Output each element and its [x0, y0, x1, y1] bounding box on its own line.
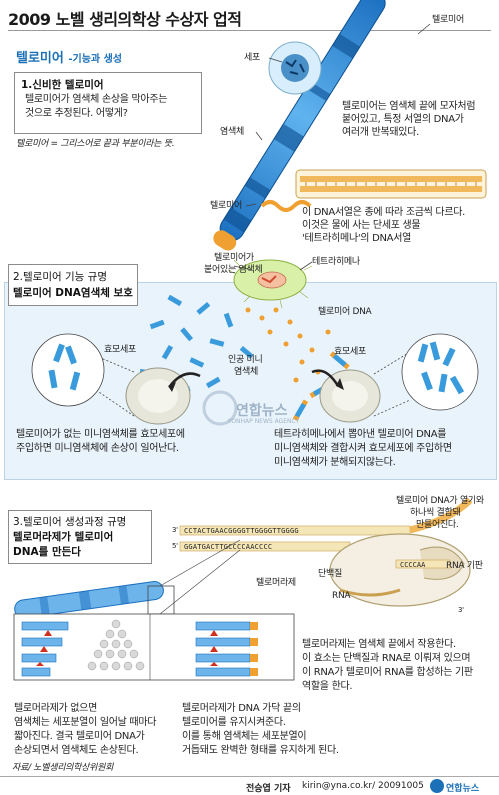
- section1-box: 1.신비한 텔로미어 텔로미어가 염색체 손상을 막아주는 것으로 추정된다. …: [14, 72, 202, 134]
- dna-desc-2: 이것은 물에 사는 단세포 생물: [302, 220, 421, 231]
- yonhap-logo-icon: [430, 779, 444, 793]
- watermark-sub: YONHAP NEWS AGENCY: [228, 418, 300, 425]
- section3-left-3: 짧아진다. 결국 텔로미어 DNA가: [14, 731, 145, 742]
- section1-note: 텔로미어 = 그리스어로 끝과 부분이라는 뜻.: [16, 139, 175, 149]
- section2-right-1: 테트라히메나에서 뽑아낸 텔로미어 DNA를: [274, 429, 447, 440]
- brand-name: 연합뉴스: [446, 784, 480, 794]
- seq-bottom: GGATGACTTGCCCCAACCCC: [184, 543, 273, 551]
- subtitle-suffix: -기능과 생성: [68, 54, 123, 65]
- enzyme-desc-3: 이 RNA가 텔로미어 RNA를 합성하는 기판: [302, 667, 473, 678]
- label-telomere-dna-1: 텔로미어 DNA가 열기와: [396, 496, 484, 506]
- source-note: 자료/ 노벨생리의학상위원회: [12, 763, 114, 773]
- label-artificial-2: 염색체: [234, 367, 258, 377]
- telomerase-illustration: [13, 497, 473, 681]
- section3-left-2: 염색체는 세포분열이 일어날 때마다: [14, 717, 157, 728]
- section3-right-1: 텔로머라제가 DNA 가닥 끝의: [182, 703, 301, 714]
- section2-right-3: 미니염색체가 분해되지않는다.: [274, 457, 396, 468]
- seq-top: CCTACTGAACGGGGTTGGGGTTGGGG: [184, 527, 299, 535]
- label-chromosome: 염색체: [220, 127, 244, 137]
- label-telomere-bottom: 텔로미어: [210, 201, 242, 211]
- page-subtitle: 텔로미어 -기능과 생성: [16, 47, 122, 66]
- page-title: 2009 노벨 생리의학상 수상자 업적: [8, 10, 242, 29]
- enzyme-desc-1: 텔로머라제는 염색체 끝에서 작용한다.: [302, 639, 456, 650]
- label-tetrahymena: 테트라히메나: [312, 257, 360, 267]
- title-divider: [8, 30, 491, 31]
- label-telomerase: 텔로머라제: [256, 578, 296, 588]
- section3-left-1: 텔로머라제가 없으면: [14, 703, 97, 714]
- chromosome-illustration: [213, 0, 487, 251]
- section2-illustration: [31, 259, 479, 426]
- label-yeast-right: 효모세포: [334, 347, 366, 357]
- label-attached-1: 텔로미어가: [214, 253, 254, 263]
- enzyme-desc-2: 이 효소는 단백질과 RNA로 이뤄져 있으며: [302, 653, 471, 664]
- label-telomere-dna-2: 하나씩 결합돼: [410, 508, 461, 518]
- section3-right-3: 이를 통해 염색체는 세포분열이: [182, 731, 307, 742]
- section3-left-4: 손상되면서 염색체도 손상된다.: [14, 745, 139, 756]
- label-3prime-top: 3': [172, 526, 178, 534]
- dna-desc-3: '테트라히메나'의 DNA서열: [302, 233, 411, 244]
- section2-right-2: 미니염색체와 결합시켜 효모세포에 주입하면: [274, 443, 452, 454]
- footer-divider: [0, 776, 499, 777]
- section1-text-1: 텔로미어가 염색체 손상을 막아주는: [25, 94, 168, 105]
- label-artificial-1: 인공 미니: [228, 355, 263, 365]
- section1-heading: 1.신비한 텔로미어: [21, 79, 104, 91]
- reporter-contact: kirin@yna.co.kr/ 20091005: [302, 781, 424, 791]
- dna-desc-1: 이 DNA서열은 종에 따라 조금씩 다르다.: [302, 207, 465, 218]
- telomere-desc-1: 텔로미어는 염색체 끝에 모자처럼: [342, 101, 476, 112]
- section3-right-4: 거듭돼도 완벽한 형태를 유지하게 된다.: [182, 745, 339, 756]
- section3-heading-1: 3.텔로미어 생성과정 규명: [13, 516, 127, 528]
- section1-text-2: 것으로 추정된다. 어떻게?: [25, 108, 128, 119]
- reporter-name: 전승엽 기자: [246, 784, 291, 794]
- section3-right-2: 텔로미어를 유지시켜준다.: [182, 717, 286, 728]
- section2-left-2: 주입하면 미니염색체에 손상이 일어난다.: [16, 443, 179, 454]
- label-cell: 세포: [244, 53, 260, 63]
- section3-heading-3: DNA를 만든다: [13, 546, 81, 558]
- label-5prime: 5': [172, 542, 178, 550]
- section3-heading-box: 3.텔로미어 생성과정 규명 텔로머라제가 텔로미어 DNA를 만든다: [8, 510, 152, 564]
- label-telomere-dna: 텔로미어 DNA: [318, 307, 372, 317]
- section2-heading-1: 2.텔로미어 기능 규명: [13, 271, 107, 283]
- telomere-desc-2: 붙어있고, 특정 서열의 DNA가: [342, 114, 464, 125]
- enzyme-desc-4: 역할을 한다.: [302, 681, 353, 692]
- label-telomere-dna-3: 만들어진다.: [416, 520, 459, 530]
- seq-rna: CCCCAA: [400, 561, 426, 569]
- label-rna-template: RNA 기판: [446, 561, 483, 571]
- label-telomere-top: 텔로미어: [432, 15, 464, 25]
- label-protein: 단백질: [318, 569, 342, 579]
- label-rna: RNA: [332, 591, 351, 601]
- section2-left-1: 텔로미어가 없는 미니염색체를 효모세포에: [16, 429, 185, 440]
- watermark-logo: 연합뉴스: [236, 403, 288, 419]
- label-3prime-bottom: 3': [458, 606, 464, 614]
- label-yeast-left: 효모세포: [104, 345, 136, 355]
- section2-heading-2: 텔로미어 DNA염색체 보호: [13, 287, 133, 299]
- section2-heading-box: 2.텔로미어 기능 규명 텔로미어 DNA염색체 보호: [8, 264, 138, 306]
- telomere-desc-3: 여러개 반복돼있다.: [342, 127, 419, 138]
- label-attached-2: 붙어있는 염색체: [204, 265, 263, 275]
- subtitle-main: 텔로미어: [16, 51, 64, 66]
- section3-heading-2: 텔로머라제가 텔로미어: [13, 531, 114, 543]
